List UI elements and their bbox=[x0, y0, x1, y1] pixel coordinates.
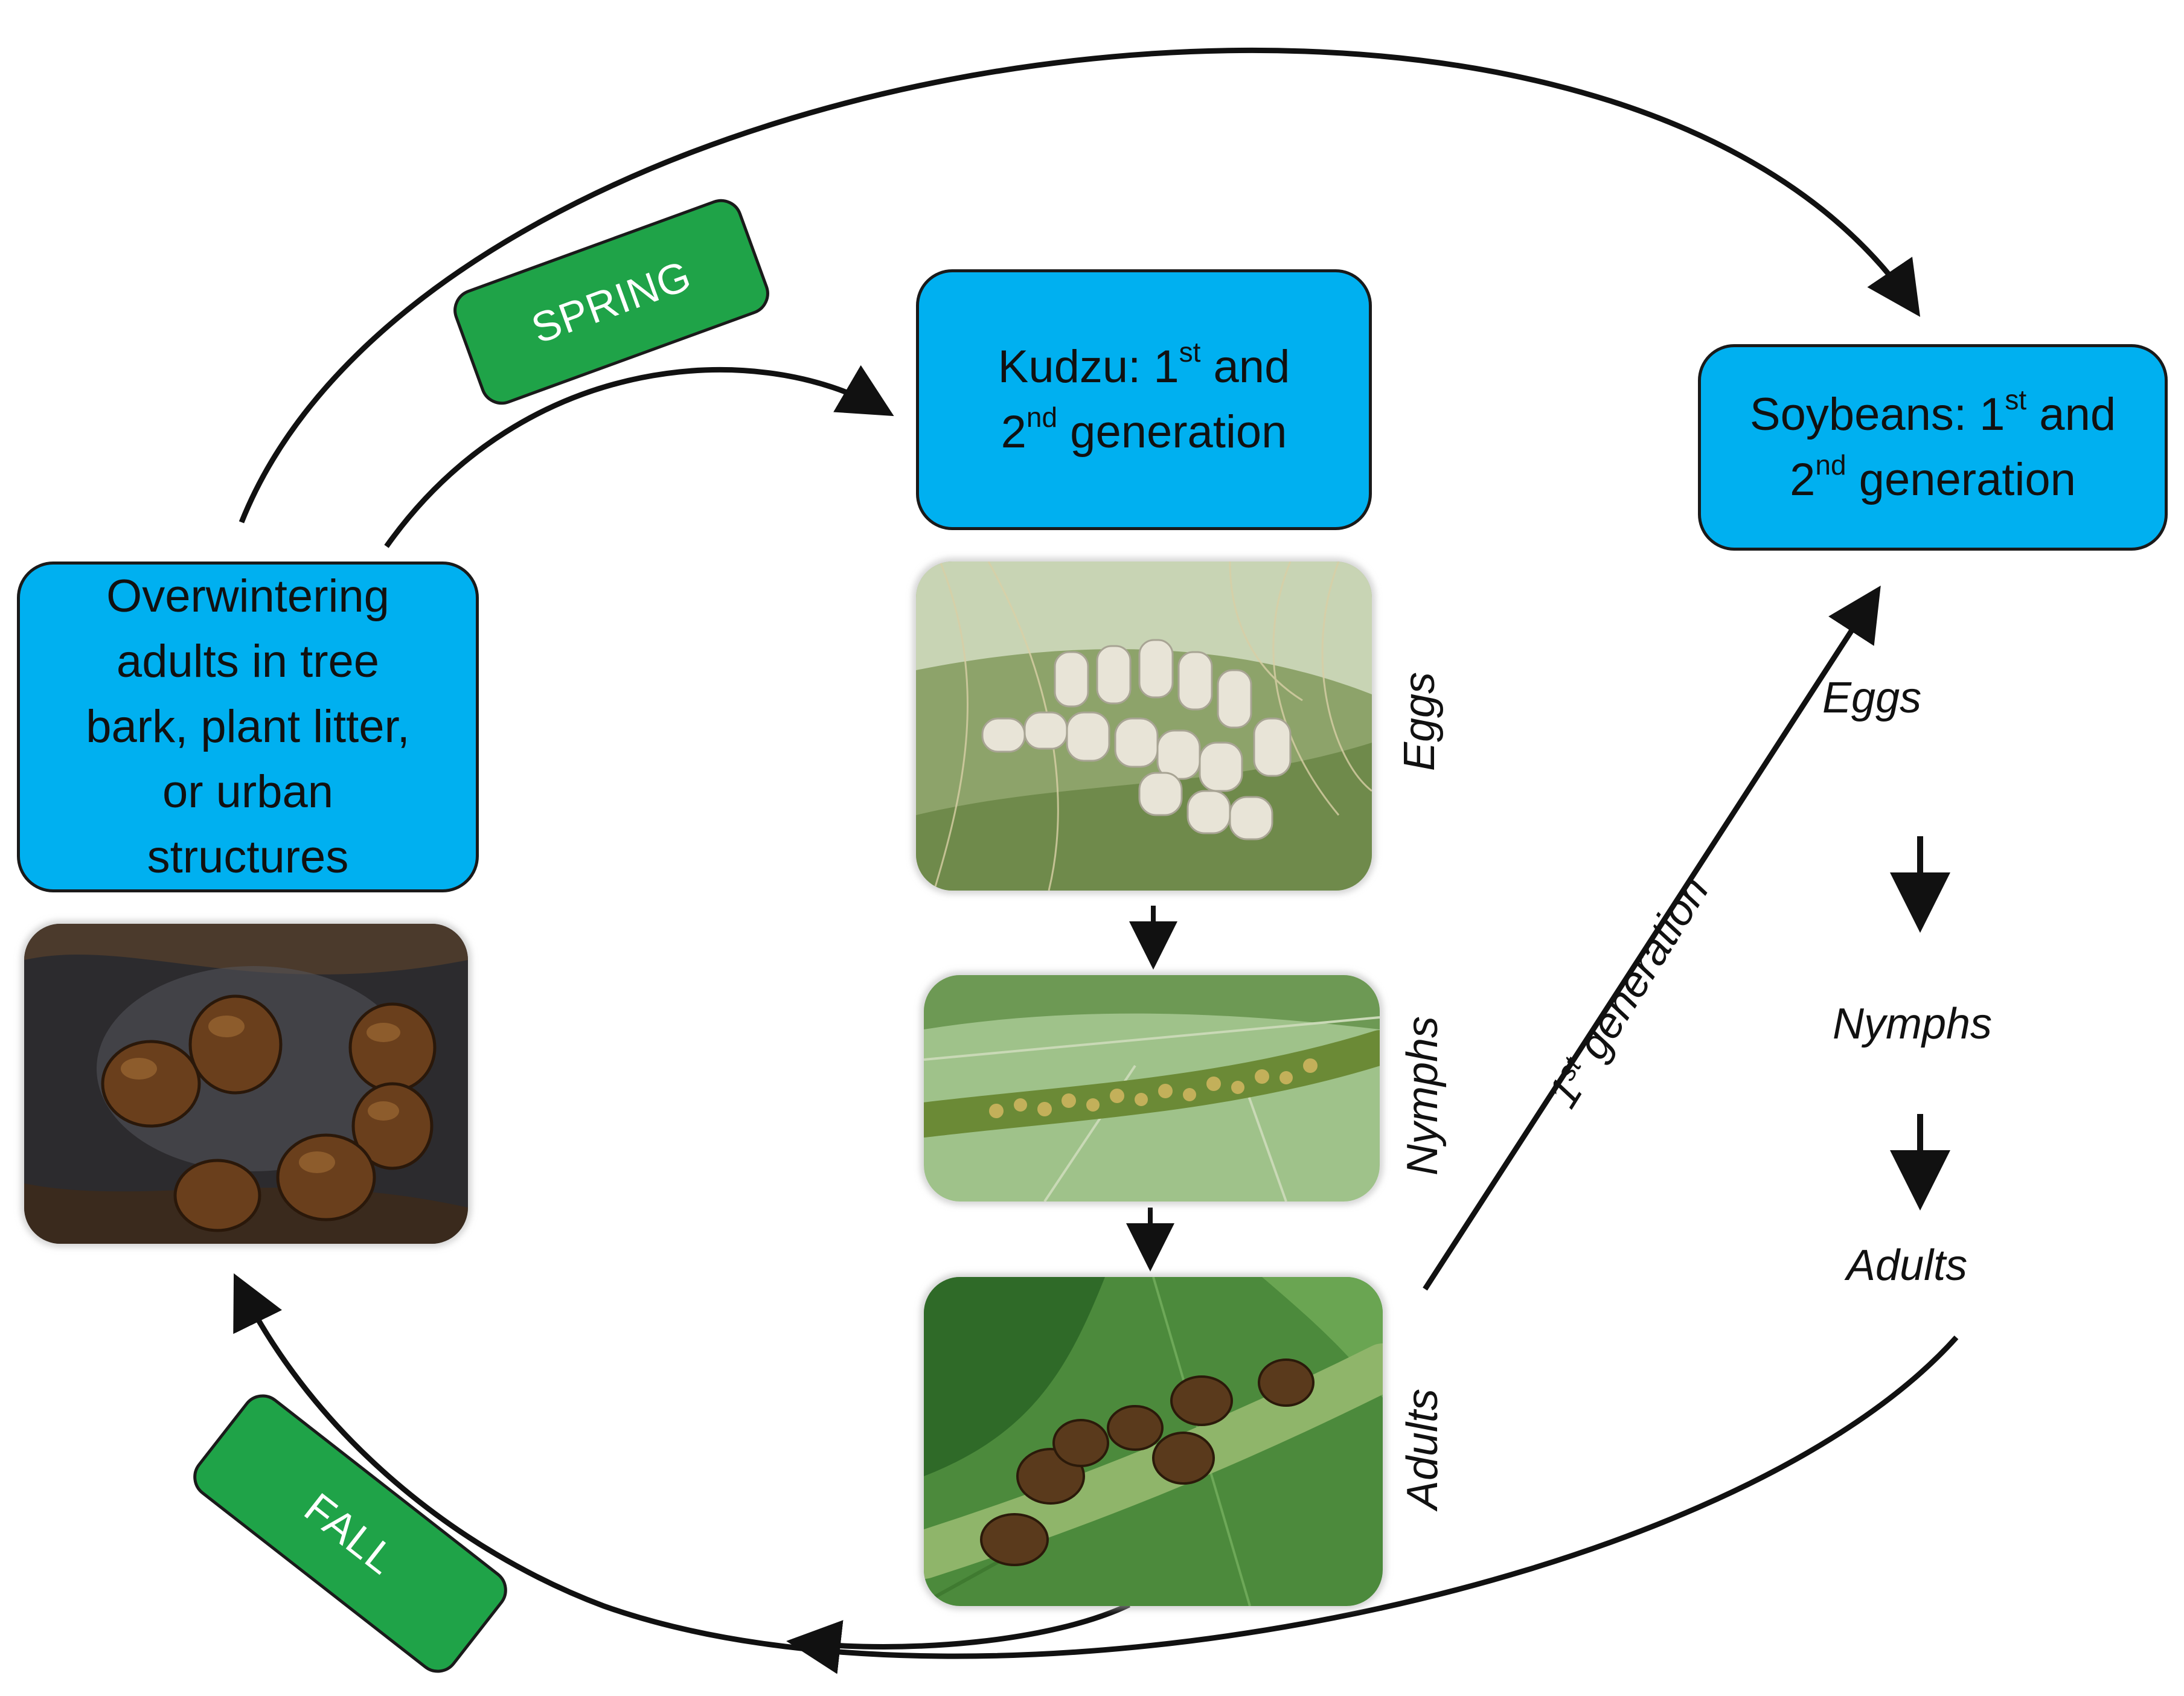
first-generation-arrow bbox=[1423, 585, 1881, 1291]
overwintering-line: Overwintering bbox=[106, 571, 389, 622]
overwintering-line: bark, plant litter, bbox=[86, 701, 410, 752]
spring-arrow-to-soybeans bbox=[239, 47, 1921, 523]
overwintering-line: structures bbox=[147, 831, 349, 883]
kudzu-box: Kudzu: 1st and 2nd generation bbox=[916, 269, 1372, 530]
overwintering-box: Overwintering adults in tree bark, plant… bbox=[17, 562, 479, 892]
soy-nymphs-label: Nymphs bbox=[1833, 1000, 1993, 1048]
overwintering-line: or urban bbox=[162, 766, 334, 818]
kudzu-nymphs-photo bbox=[924, 975, 1380, 1202]
kudzu-box-line2: 2nd generation bbox=[1001, 401, 1287, 458]
kudzu-eggs-photo bbox=[916, 562, 1372, 891]
soy-adults-label: Adults bbox=[1846, 1241, 1968, 1290]
spring-label-text: SPRING bbox=[525, 251, 697, 353]
kudzu-nymphs-label: Nymphs bbox=[1398, 1016, 1447, 1176]
overwintering-line: adults in tree bbox=[116, 636, 380, 687]
kudzu-adults-photo bbox=[924, 1277, 1383, 1606]
soy-eggs-label: Eggs bbox=[1822, 674, 1922, 722]
fall-arrow-from-kudzu bbox=[786, 1602, 1130, 1674]
kudzu-box-line1: Kudzu: 1st and bbox=[998, 336, 1290, 392]
fall-label-text: FALL bbox=[296, 1483, 405, 1584]
spring-arrow-to-kudzu bbox=[384, 365, 894, 548]
kudzu-adults-label: Adults bbox=[1398, 1388, 1447, 1510]
soybeans-box-line1: Soybeans: 1st and bbox=[1749, 383, 2116, 440]
soybeans-box: Soybeans: 1st and 2nd generation bbox=[1698, 344, 2168, 551]
soybeans-box-line2: 2nd generation bbox=[1790, 449, 2076, 505]
overwintering-photo bbox=[24, 924, 468, 1244]
kudzu-eggs-label: Eggs bbox=[1395, 671, 1444, 772]
